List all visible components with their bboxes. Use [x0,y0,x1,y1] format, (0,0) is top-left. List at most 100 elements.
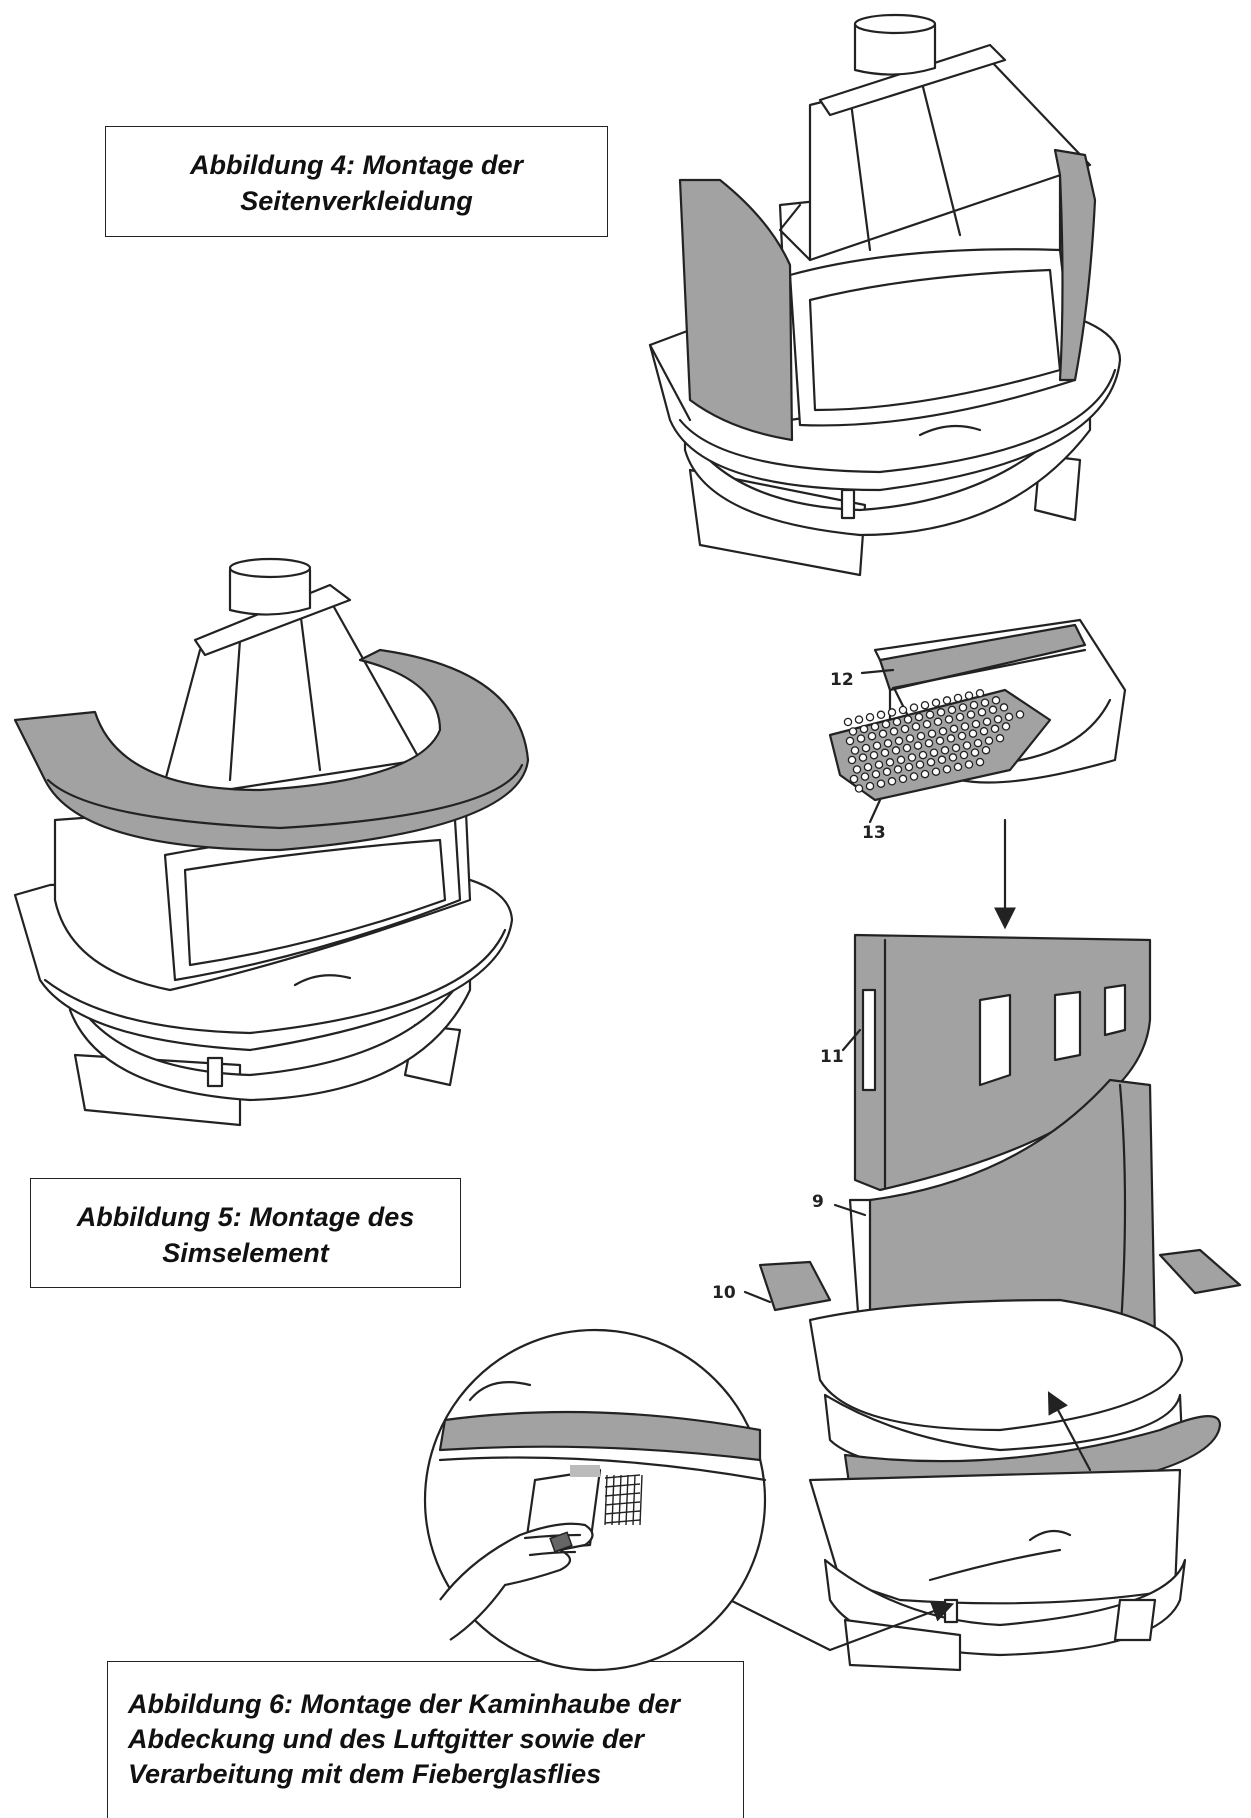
grille-hole [865,712,875,722]
figure-6-caption: Abbildung 6: Montage der Kaminhaube der … [107,1661,744,1818]
grid-line [604,1519,641,1524]
grille-hole [881,720,891,729]
grille-hole [966,710,976,719]
grille-hole [962,741,972,750]
grille-hole [849,774,859,784]
grille-hole [861,743,871,753]
grille-hole [903,715,913,724]
grille-hole [896,755,906,765]
grille-hole [999,703,1009,712]
grille-hole [1001,722,1011,731]
grille-hole [915,760,925,769]
figure-5-caption: Abbildung 5: Montage des Simselement [30,1178,461,1288]
grille-hole [911,722,921,731]
figure-6-caption-line-3: Verarbeitung mit dem Fieberglasflies [128,1759,602,1789]
grille-hole [977,707,987,717]
fleece-grid-patch [604,1474,643,1526]
grille-hole [865,781,875,791]
grille-hole [878,729,888,739]
grille-hole [918,750,928,760]
grille-hole [863,762,873,772]
grille-hole [951,743,961,753]
grille-hole [922,719,932,729]
grille-hole [931,767,941,776]
grille-hole [935,736,945,746]
figure-5-fireplace-drawing [13,557,530,1127]
grille-hole [887,708,897,717]
grille-hole [892,717,902,727]
grille-hole [924,738,934,748]
grille-hole [860,772,870,781]
grille-hole [891,746,901,755]
grille-hole [959,750,969,760]
figure-5-caption-line-1: Abbildung 5: Montage des [76,1202,415,1232]
grid-line [611,1474,615,1526]
grille-hole [982,717,992,726]
grille-hole [948,753,958,762]
grille-hole [993,715,1003,724]
grille-hole [882,767,892,777]
grille-hole [925,710,935,719]
air-grille-holes [843,688,1025,793]
grille-hole [980,698,990,707]
grille-hole [874,760,884,769]
grille-hole [907,753,917,762]
grille-hole [893,765,903,774]
part-label-11: 11 [820,1047,844,1067]
grille-hole [905,734,915,743]
part-label-12: 12 [830,670,854,690]
grille-hole [942,696,952,705]
figure-6-caption-line-2: Abdeckung und des Luftgitter sowie der [128,1724,645,1754]
grid-line [625,1474,629,1526]
grille-hole [936,708,946,717]
grille-hole [852,765,862,774]
grille-hole [964,691,974,700]
grille-hole [926,757,936,767]
grille-hole [850,746,860,755]
grille-hole [883,739,893,748]
part-label-13: 13 [862,823,886,843]
part-label-10: 10 [712,1283,736,1303]
grille-hole [960,722,970,731]
grille-hole [916,731,926,741]
grid-line [604,1474,608,1526]
grid-line [618,1474,622,1526]
grille-hole [871,769,881,779]
grille-hole [931,698,941,708]
grille-hole [867,731,877,741]
grille-hole [969,700,979,710]
figure-6-caption-line-1: Abbildung 6: Montage der Kaminhaube der [128,1689,681,1719]
grille-hole [872,741,882,750]
grille-hole [964,760,974,769]
grille-hole [843,717,853,727]
grille-hole [876,710,886,720]
figure-5-caption-line-2: Simselement [162,1238,329,1268]
grille-hole [847,755,857,765]
grille-hole [940,746,950,755]
grille-hole [898,705,908,715]
grille-hole [991,696,1001,705]
grille-hole [880,748,890,758]
grille-hole [957,731,967,741]
grille-hole [979,726,989,736]
grille-hole [898,774,908,784]
grille-hole [848,727,858,736]
grille-hole [984,736,994,745]
grille-hole [973,738,983,748]
grille-hole [920,700,930,710]
grille-hole [913,741,923,750]
grille-hole [970,748,980,757]
grille-hole [942,765,952,774]
grille-hole [885,758,895,767]
grille-hole [870,722,880,731]
figure-6-hood-detail-drawing [423,618,1242,1672]
grille-hole [938,727,948,736]
grille-hole [975,688,985,698]
grille-hole [845,736,855,746]
grille-hole [953,693,963,703]
grille-hole [1015,710,1025,719]
grille-hole [946,734,956,743]
grille-hole [981,745,991,755]
grille-hole [955,712,965,722]
grille-hole [876,779,886,788]
